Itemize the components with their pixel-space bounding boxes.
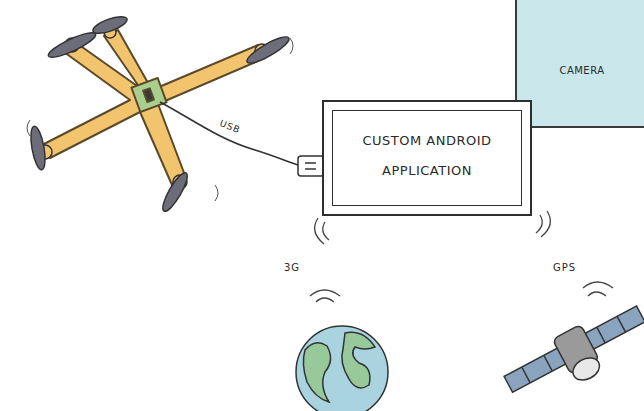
satellite-part — [617, 316, 625, 332]
satellite-part — [522, 367, 530, 383]
drone-rotors-part — [46, 29, 98, 62]
satellite-part — [597, 327, 605, 343]
motion-marks-part — [215, 185, 218, 201]
text-label: USB — [218, 118, 242, 135]
satellite-part — [544, 355, 552, 371]
inner-frame — [332, 110, 522, 206]
signal-arcs-part — [315, 218, 324, 244]
text-label: 3G — [284, 262, 300, 273]
motion-marks — [27, 38, 293, 201]
drone-rotors-part — [28, 125, 47, 170]
signal-arcs-part — [536, 215, 542, 233]
signal-arcs-part — [316, 298, 334, 302]
signal-arcs-part — [310, 290, 340, 296]
globe-part — [296, 326, 388, 411]
usb-plug-part — [305, 162, 316, 164]
satellite-part — [504, 306, 644, 392]
drone-rotors-part — [91, 13, 129, 37]
globe-part — [303, 343, 330, 402]
signal-arcs-part — [583, 282, 613, 288]
signal-arcs-part — [323, 222, 329, 240]
satellite-part — [569, 354, 603, 385]
globe-part — [342, 332, 375, 388]
drone-body — [42, 30, 265, 185]
globe — [296, 326, 388, 411]
drone-rotors — [28, 13, 292, 214]
phone-box: CUSTOM ANDROID APPLICATION — [322, 100, 532, 216]
node-text: CAMERA — [527, 64, 637, 78]
drone-rotors-part — [244, 33, 292, 67]
signal-arcs — [310, 211, 613, 302]
signal-arcs-part — [588, 292, 606, 296]
satellite — [499, 297, 644, 411]
drone-rotors-part — [159, 170, 191, 214]
usb-plug — [298, 156, 324, 176]
camera-box: CAMERA — [515, 0, 644, 128]
motion-marks-part — [27, 120, 30, 136]
drone-body-part — [131, 78, 166, 112]
usb-plug-part — [305, 168, 316, 170]
usb-wire — [160, 102, 301, 166]
usb-plug-part — [298, 156, 324, 176]
signal-arcs-part — [541, 211, 550, 237]
drone-body-part — [143, 88, 154, 102]
drone-body-part — [42, 30, 265, 185]
node-text: CUSTOM ANDROID APPLICATION — [342, 126, 512, 186]
motion-marks-part — [290, 38, 293, 54]
text-label: GPS — [553, 262, 576, 273]
